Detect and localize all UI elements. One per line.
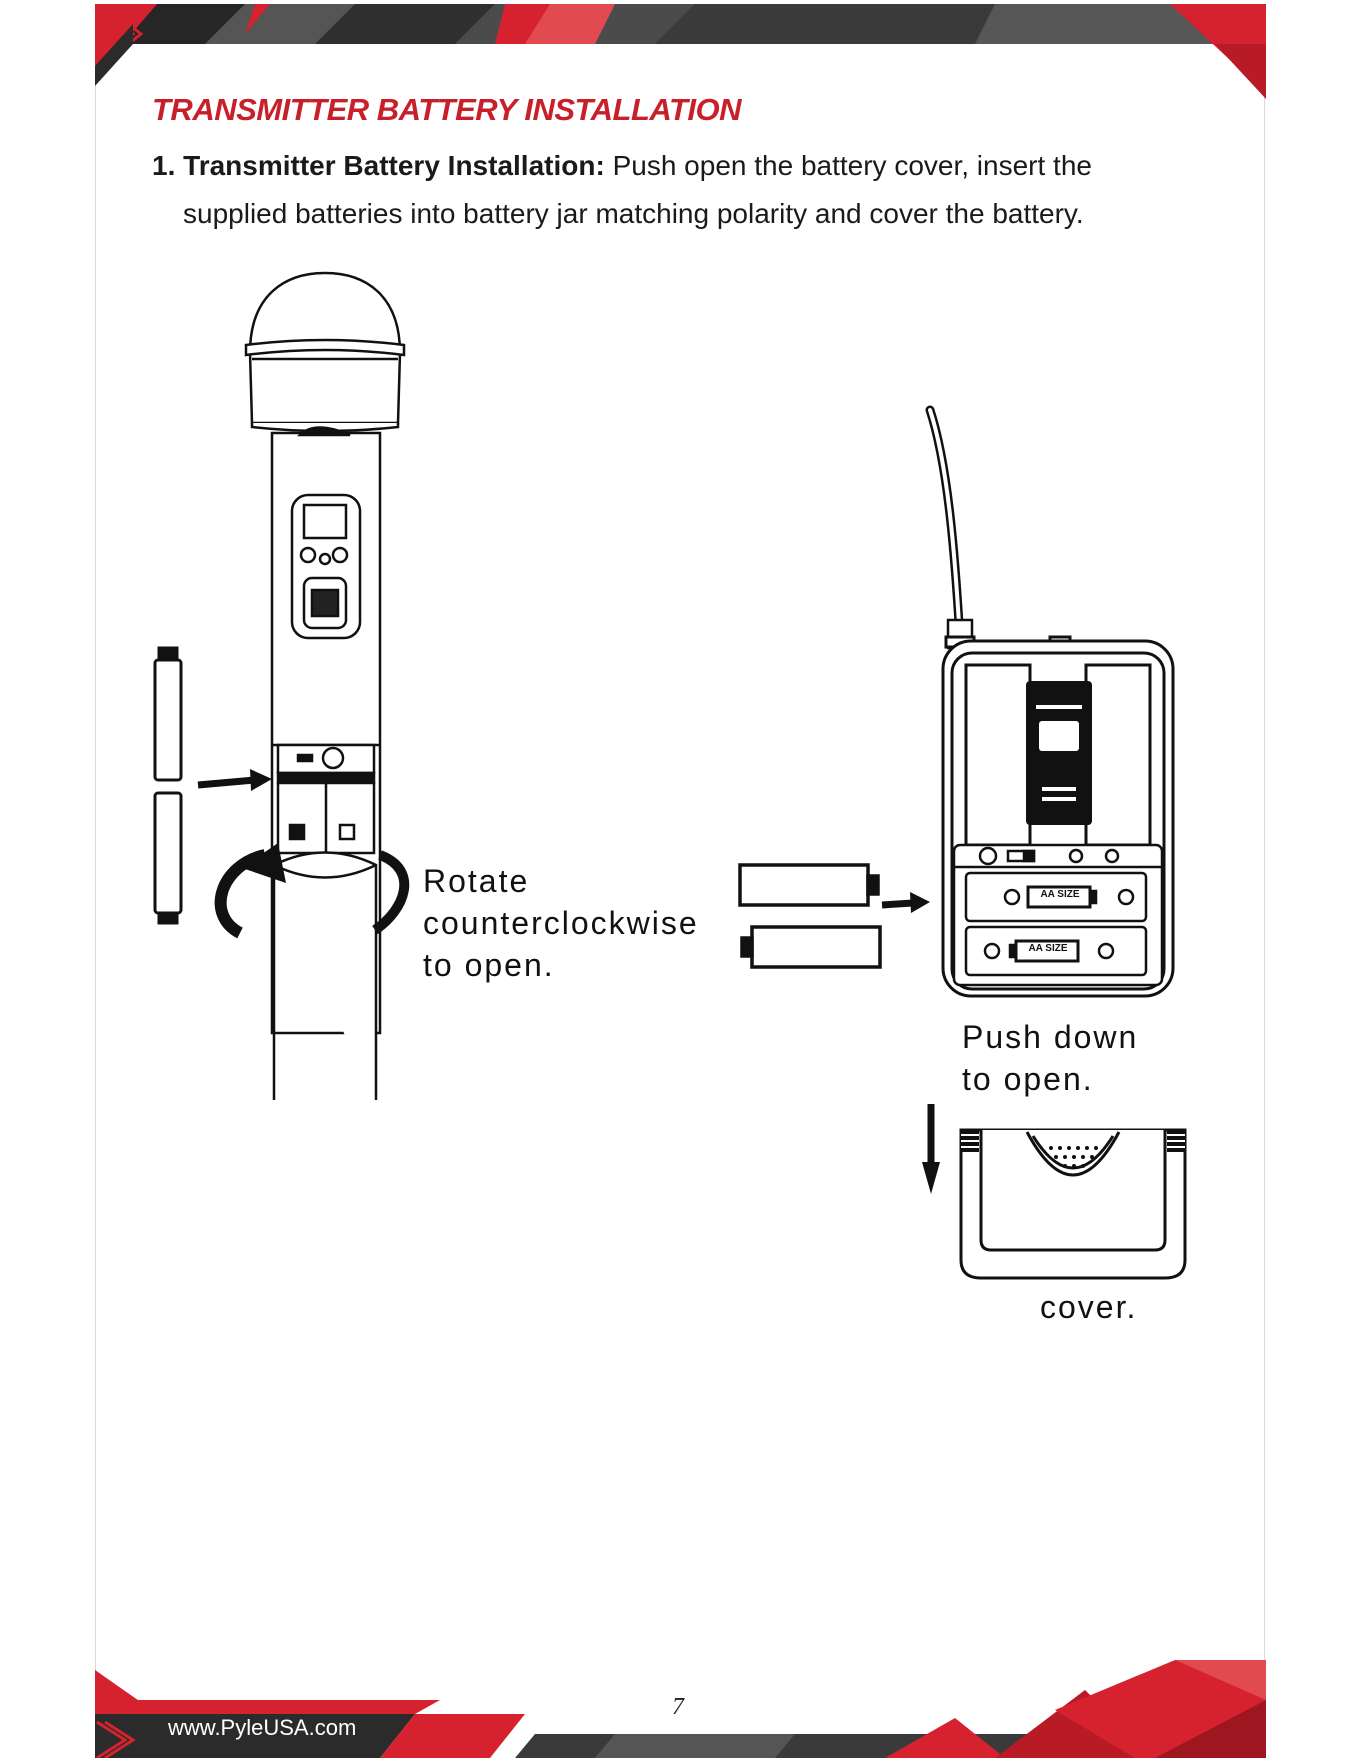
section-title: TRANSMITTER BATTERY INSTALLATION — [152, 92, 741, 128]
header-band — [95, 4, 1266, 104]
rotate-caption-line3: to open. — [423, 944, 699, 986]
step-1-body-line1: Push open the battery cover, insert the — [605, 150, 1092, 181]
handheld-microphone-illustration — [150, 265, 410, 1100]
step-1-text: 1. Transmitter Battery Installation: Pus… — [152, 142, 1192, 238]
step-1-lead: 1. Transmitter Battery Installation: — [152, 150, 605, 181]
rotate-caption-line2: counterclockwise — [423, 902, 699, 944]
step-1-body-line2: supplied batteries into battery jar matc… — [152, 190, 1192, 238]
rotate-caption-line1: Rotate — [423, 860, 699, 902]
cover-caption: cover. — [1040, 1286, 1137, 1328]
bodypack-transmitter-illustration — [730, 405, 1180, 1000]
page-number: 7 — [672, 1694, 684, 1721]
battery-size-label-1: AA SIZE — [1031, 889, 1089, 900]
push-down-caption: Push down to open. — [962, 1016, 1138, 1100]
push-down-caption-line1: Push down — [962, 1016, 1138, 1058]
footer-website-link[interactable]: www.PyleUSA.com — [168, 1715, 356, 1741]
rotate-caption: Rotate counterclockwise to open. — [423, 860, 699, 986]
battery-cover-illustration — [915, 1100, 1190, 1285]
battery-size-label-2: AA SIZE — [1019, 943, 1077, 954]
push-down-caption-line2: to open. — [962, 1058, 1138, 1100]
